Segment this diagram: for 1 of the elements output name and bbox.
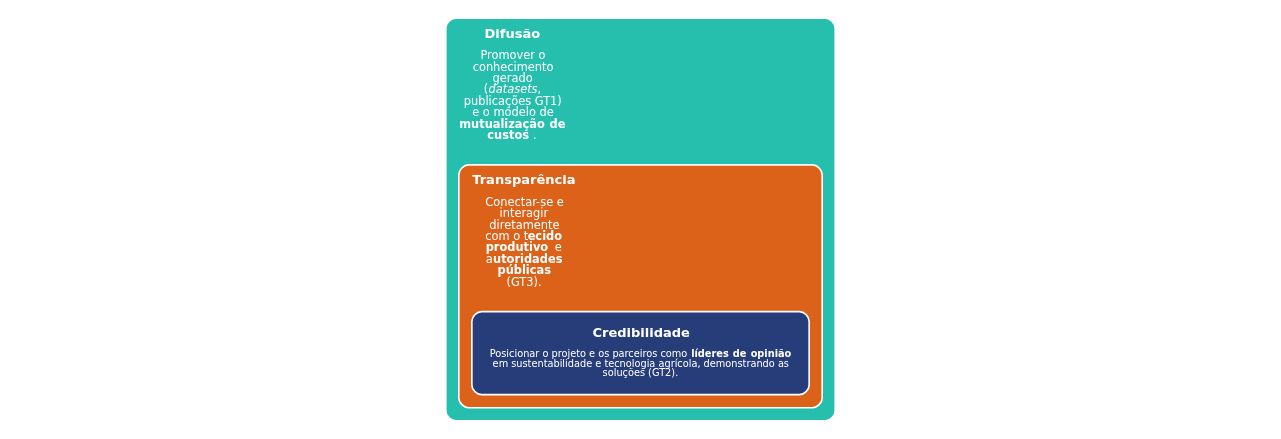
node-box: Credibilidade Posicionar o projeto e os parceiros como líderes de opinião em sustentabilidade e tecnologia agrícola, demonstrando as soluções (GT2). (471, 310, 810, 396)
